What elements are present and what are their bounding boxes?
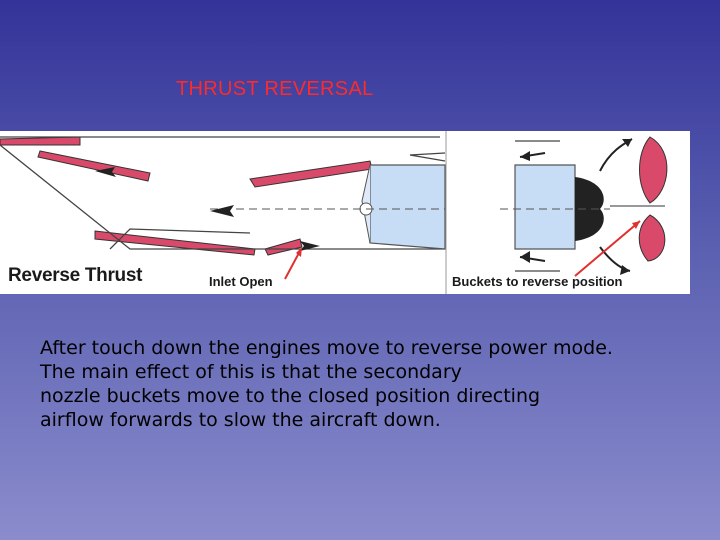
airflow-arrows-right xyxy=(520,139,632,275)
airflow-arrows-left xyxy=(95,167,320,251)
upper-duct-wall xyxy=(249,160,373,188)
bucket-pointer xyxy=(574,220,641,277)
exhaust-nozzle xyxy=(514,140,665,272)
thrust-reversal-diagram: Reverse Thrust Inlet Open Buckets to rev… xyxy=(0,131,690,294)
upper-bucket xyxy=(639,136,668,204)
slide-title: THRUST REVERSAL xyxy=(176,78,374,100)
upper-ramp xyxy=(37,150,151,182)
engine-core-left xyxy=(359,164,446,250)
reverser-buckets xyxy=(638,136,668,262)
inlet-pointer xyxy=(284,250,301,280)
intake-cowl xyxy=(0,136,373,256)
lower-ramp xyxy=(94,230,256,256)
lower-bucket xyxy=(638,214,666,262)
upper-cowl-lip xyxy=(0,136,81,146)
engine-schematic xyxy=(0,131,668,294)
inlet-open-label: Inlet Open xyxy=(209,274,273,289)
reverse-thrust-label: Reverse Thrust xyxy=(8,265,143,286)
fuselage-outline xyxy=(0,136,446,250)
slide-body-text: After touch down the engines move to rev… xyxy=(40,337,613,431)
buckets-label: Buckets to reverse position xyxy=(452,274,623,289)
